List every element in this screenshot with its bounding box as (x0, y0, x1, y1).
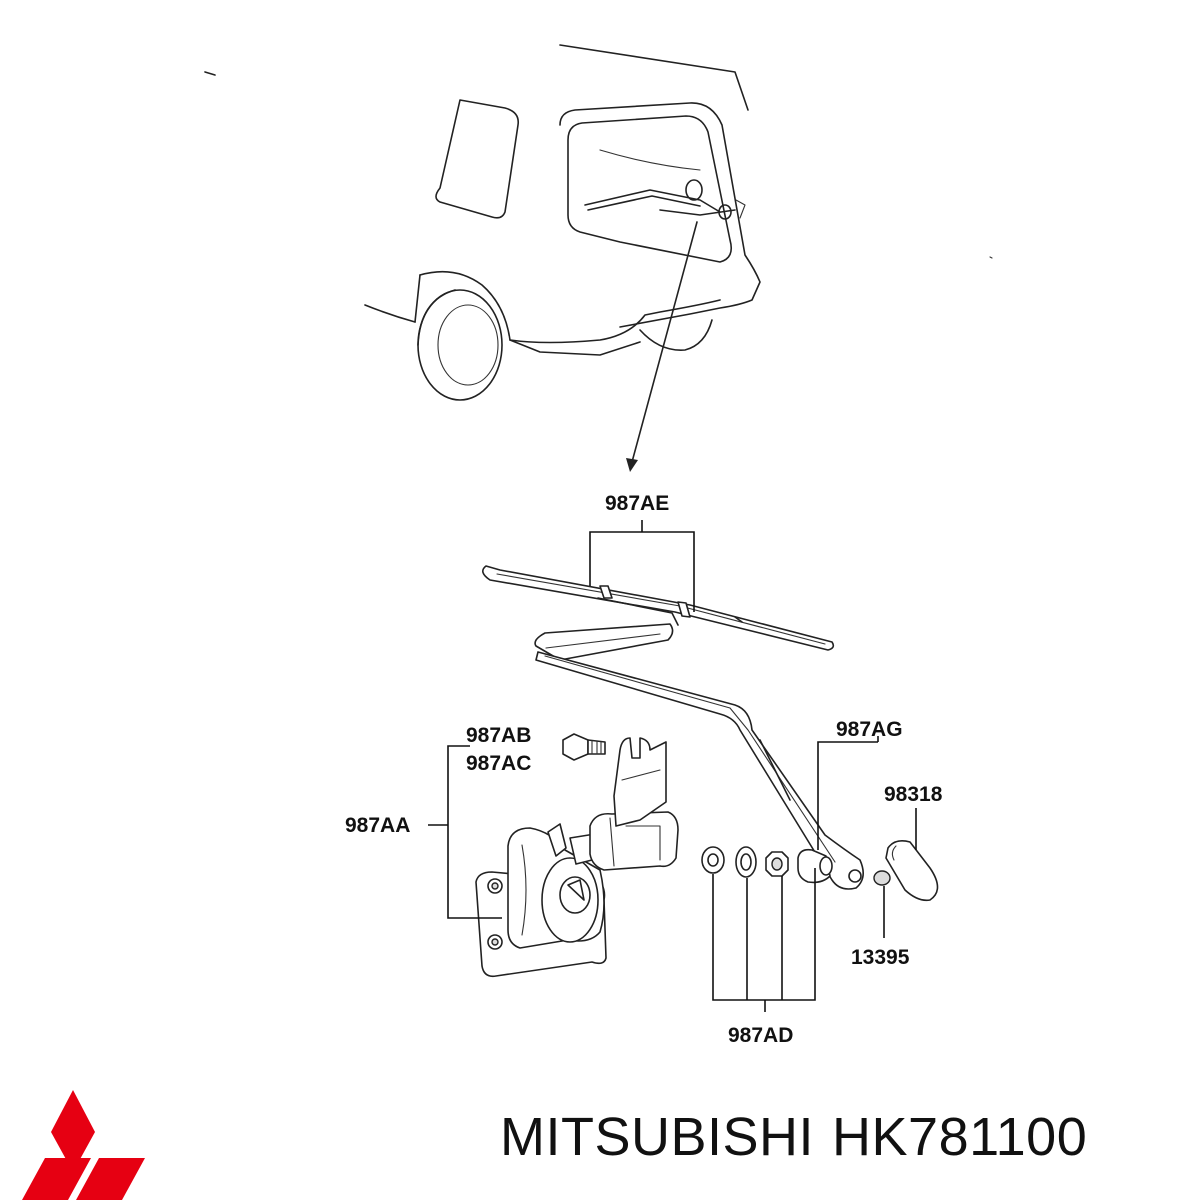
label-987AG: 987AG (836, 718, 903, 741)
logo-diamond-left (22, 1158, 91, 1200)
label-987AD: 987AD (728, 1024, 793, 1047)
label-987AC: 987AC (466, 752, 531, 775)
nut-13395 (873, 870, 891, 938)
label-987AA: 987AA (345, 814, 410, 837)
wiper-motor-987AA (428, 733, 679, 978)
label-13395: 13395 (851, 946, 910, 969)
mitsubishi-logo (22, 1090, 145, 1200)
vehicle-rear-illustration (204, 44, 993, 401)
label-98318: 98318 (884, 783, 943, 806)
arm-cap-98318 (885, 840, 939, 902)
logo-diamond-top (51, 1090, 95, 1172)
location-pointer-arrow (626, 221, 698, 472)
seal-kit-987AD (701, 846, 833, 1012)
wiper-blade-987AE (482, 520, 835, 651)
logo-diamond-right (76, 1158, 145, 1200)
label-987AB: 987AB (466, 724, 531, 747)
brand-caption: MITSUBISHI HK781100 (500, 1106, 1105, 1168)
label-987AE: 987AE (605, 492, 669, 515)
part-number: HK781100 (832, 1107, 1088, 1167)
brand-name: MITSUBISHI (500, 1107, 815, 1167)
